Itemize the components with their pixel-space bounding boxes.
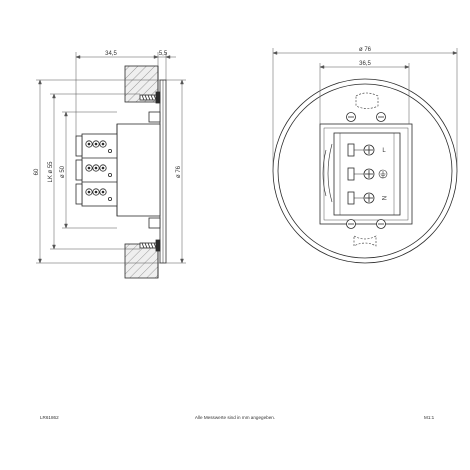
dim-label-outer: ø 76 [359,47,372,53]
socket-base-body [116,123,161,217]
base-screws [346,112,386,229]
terminal-label-l: L [382,148,386,154]
front-view [272,48,458,264]
measurement-note: Alle Messwerte sind in mm angegeben. [194,415,276,420]
side-view [36,52,186,279]
slot-bottom [353,235,377,247]
dim-lines-front [272,48,458,172]
scale-label: M1:1 [424,415,435,420]
wall-section-bottom [124,243,159,279]
slot-top [355,92,379,109]
dim-line-plate [158,52,176,80]
screw-bottom [139,239,161,252]
article-number: LR61862 [40,415,59,420]
dim-label-depth: 34,5 [105,51,117,57]
dim-label-cutout: LK ø 55 [48,161,54,183]
terminal-screws [347,143,375,205]
dim-label-body: ø 50 [60,165,66,178]
dim-label-cover: ø 76 [176,165,182,178]
screw-top [139,91,161,104]
dim-lines-vertical [36,79,186,264]
dim-label-plate: 5,5 [159,51,168,57]
dim-label-inner: 36,5 [359,61,371,67]
earth-icon [378,169,388,179]
terminal-label-n: N [380,196,386,200]
cover-inner-circle [277,83,453,259]
dim-label-outer-height: 60 [34,168,40,175]
terminal-block [75,133,118,207]
